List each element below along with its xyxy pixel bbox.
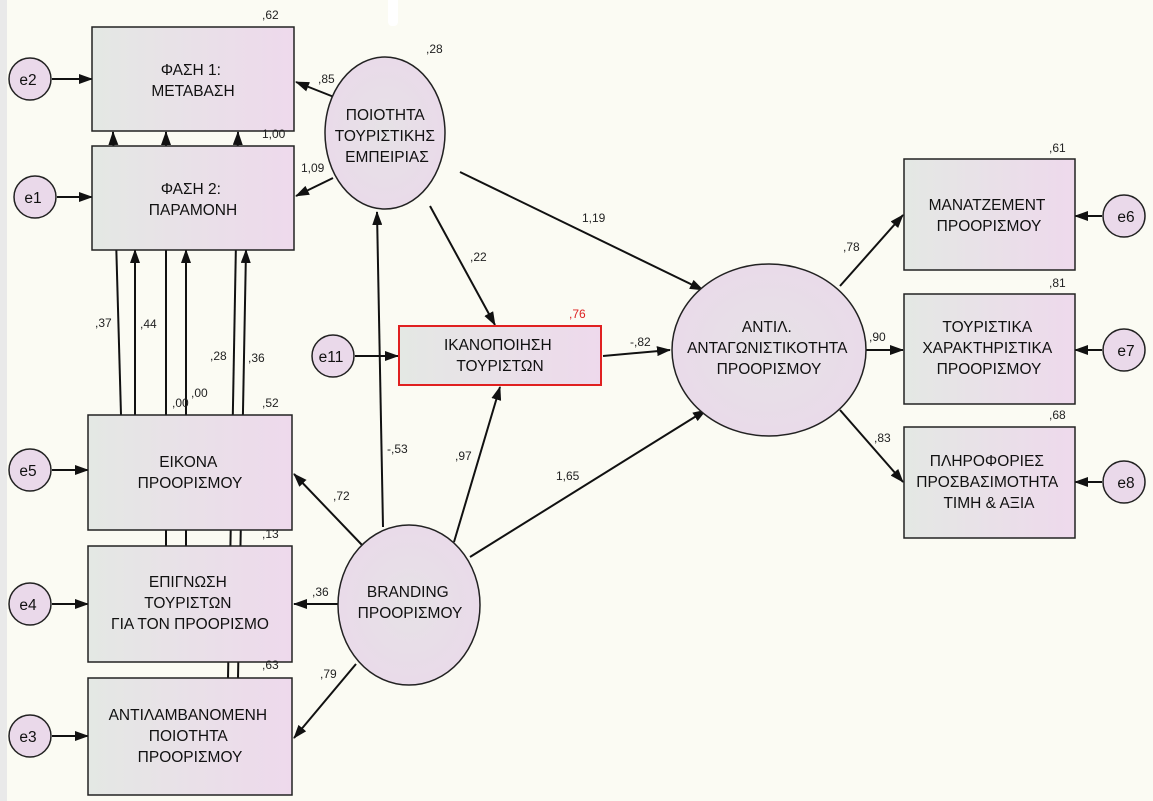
error-label-e1: e1 xyxy=(24,190,41,207)
ellipse-antag[interactable] xyxy=(671,263,867,437)
r2-tourist-xar: ,81 xyxy=(1049,276,1066,290)
error-label-e6: e6 xyxy=(1117,209,1134,226)
coef-ikanopoiisi-antag: -,82 xyxy=(630,335,651,349)
label-manatz: ΜΑΝΑΤΖΕΜΕΝΤ ΠΡΟΟΡΙΣΜΟΥ xyxy=(929,197,1050,235)
arrow-branding-antilamb xyxy=(293,663,357,739)
error-label-e8: e8 xyxy=(1117,475,1134,492)
box-epignosi[interactable] xyxy=(87,545,293,663)
label-fasi2: ΦΑΣΗ 2: ΠΑΡΑΜΟΝΗ xyxy=(149,181,237,219)
coef-branding-epignosi: ,36 xyxy=(312,585,329,599)
label-antag: ΑΝΤΙΛ. ΑΝΤΑΓΩΝΙΣΤΙΚΟΤΗΤΑ ΠΡΟΟΡΙΣΜΟΥ xyxy=(687,319,851,378)
box-manatz[interactable] xyxy=(903,158,1076,271)
r2-plirofories: ,68 xyxy=(1049,408,1066,422)
label-plirofories: ΠΛΗΡΟΦΟΡΙΕΣ ΠΡΟΣΒΑΣΙΜΟΤΗΤΑ ΤΙΜΗ & ΑΞΙΑ xyxy=(916,453,1061,512)
coef-poiotita-ikanopoiisi: ,22 xyxy=(470,250,487,264)
coef-branding-ikanopoiisi: ,97 xyxy=(455,449,472,463)
label-tourist-xar: ΤΟΥΡΙΣΤΙΚΑ ΧΑΡΑΚΤΗΡΙΣΤΙΚΑ ΠΡΟΟΡΙΣΜΟΥ xyxy=(922,319,1055,378)
error-e8[interactable] xyxy=(1102,460,1146,504)
label-antilamb: ΑΝΤΙΛΑΜΒΑΝΟΜΕΝΗ ΠΟΙΟΤΗΤΑ ΠΡΟΟΡΙΣΜΟΥ xyxy=(109,707,272,766)
arrow-branding-eikona xyxy=(293,473,363,546)
box-tourist-xar[interactable] xyxy=(903,293,1076,405)
box-fasi1[interactable] xyxy=(91,26,295,132)
coef-branding-poiotita: -,53 xyxy=(387,442,408,456)
r2-fasi2: 1,00 xyxy=(262,127,286,141)
arrow-branding-poiotita xyxy=(372,211,384,528)
box-eikona[interactable] xyxy=(87,414,293,531)
label-epignosi: ΕΠΙΓΝΩΣΗ ΤΟΥΡΙΣΤΩΝ ΓΙΑ ΤΟΝ ΠΡΟΟΡΙΣΜΟ xyxy=(111,574,269,633)
r2-ikanopoiisi: ,76 xyxy=(569,307,586,321)
label-ikanopoiisi: ΙΚΑΝΟΠΟΙΗΣΗ ΤΟΥΡΙΣΤΩΝ xyxy=(444,337,556,375)
coef-antilamb-fasi1: ,28 xyxy=(210,349,227,363)
arrow-poiotita-fasi1 xyxy=(295,81,335,98)
coef-poiotita-fasi1: ,85 xyxy=(318,72,335,86)
label-eikona: ΕΙΚΟΝΑ ΠΡΟΟΡΙΣΜΟΥ xyxy=(138,454,243,492)
box-ikanopoiisi[interactable] xyxy=(398,325,602,386)
box-antilamb[interactable] xyxy=(87,677,293,796)
error-label-e2: e2 xyxy=(19,72,36,89)
error-e6[interactable] xyxy=(1102,194,1146,238)
arrow-poiotita-fasi2 xyxy=(295,177,334,197)
ellipse-poiotita[interactable] xyxy=(324,56,446,210)
error-e7[interactable] xyxy=(1102,328,1146,372)
r2-antilamb: ,63 xyxy=(262,658,279,672)
error-e4[interactable] xyxy=(8,582,52,626)
arrow-branding-antag xyxy=(469,409,707,558)
error-label-e3: e3 xyxy=(19,729,36,746)
arrow-antag-manatz xyxy=(839,214,904,287)
arrow-poiotita-antag xyxy=(459,171,704,291)
error-e11[interactable] xyxy=(311,334,355,378)
error-label-e4: e4 xyxy=(19,597,37,614)
error-e3[interactable] xyxy=(8,714,52,758)
coef-branding-eikona: ,72 xyxy=(333,489,350,503)
error-e2[interactable] xyxy=(8,57,52,101)
arrow-poiotita-ikanopoiisi xyxy=(429,205,496,326)
coef-eikona-fasi2: ,44 xyxy=(140,317,157,331)
error-label-e7: e7 xyxy=(1117,343,1134,360)
error-label-e5: e5 xyxy=(19,463,36,480)
coef-branding-antilamb: ,79 xyxy=(320,667,337,681)
coef-antilamb-fasi2: ,36 xyxy=(248,351,265,365)
arrow-antag-plirofories xyxy=(839,409,904,483)
coef-epignosi-fasi1: ,00 xyxy=(172,396,189,410)
error-label-e11: e11 xyxy=(319,349,344,366)
arrow-ikanopoiisi-antag xyxy=(602,346,671,357)
ellipse-branding[interactable] xyxy=(337,524,481,686)
coef-antag-plirofories: ,83 xyxy=(874,431,891,445)
box-fasi2[interactable] xyxy=(91,145,295,251)
coef-eikona-fasi1: ,37 xyxy=(95,316,112,330)
label-poiotita: ΠΟΙΟΤΗΤΑ ΤΟΥΡΙΣΤΙΚΗΣ ΕΜΠΕΙΡΙΑΣ xyxy=(335,107,440,166)
coef-epignosi-fasi2: ,00 xyxy=(191,386,208,400)
coef-poiotita-antag: 1,19 xyxy=(582,211,606,225)
coef-branding-antag: 1,65 xyxy=(556,469,580,483)
r2-poiotita: ,28 xyxy=(426,42,443,56)
error-e1[interactable] xyxy=(13,175,57,219)
arrow-branding-ikanopoiisi xyxy=(453,386,502,543)
coef-poiotita-fasi2: 1,09 xyxy=(301,161,325,175)
canvas-top-marker xyxy=(388,0,398,26)
r2-manatz: ,61 xyxy=(1049,141,1066,155)
canvas-left-edge xyxy=(0,0,7,801)
r2-fasi1: ,62 xyxy=(262,8,279,22)
label-branding: BRANDING ΠΡΟΟΡΙΣΜΟΥ xyxy=(358,584,463,622)
box-plirofories[interactable] xyxy=(903,426,1076,539)
coef-antag-tourist: ,90 xyxy=(869,330,886,344)
r2-epignosi: ,13 xyxy=(262,527,279,541)
coef-antag-manatz: ,78 xyxy=(843,240,860,254)
error-e5[interactable] xyxy=(8,448,52,492)
r2-eikona: ,52 xyxy=(262,396,279,410)
label-fasi1: ΦΑΣΗ 1: ΜΕΤΑΒΑΣΗ xyxy=(151,62,234,100)
